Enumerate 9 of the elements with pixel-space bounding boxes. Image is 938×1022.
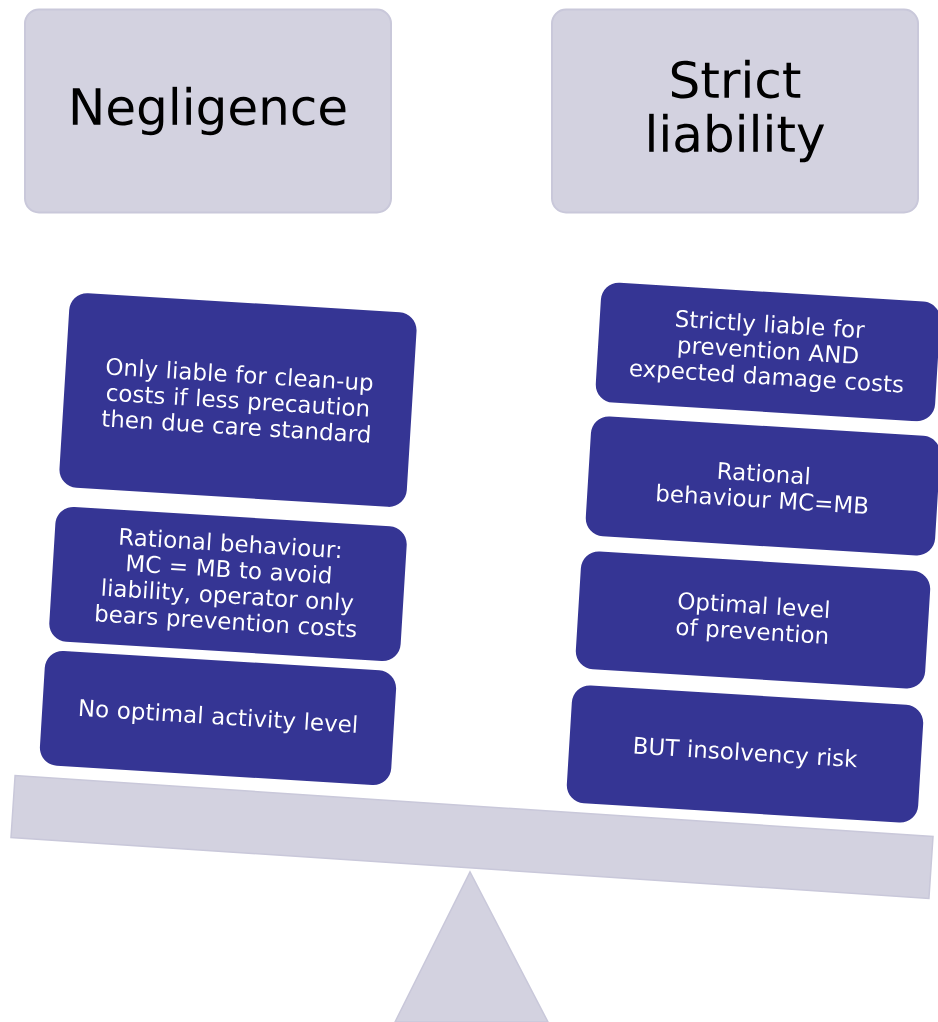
statement-card: No optimal activity level (39, 650, 397, 786)
statement-card: Strictly liable for prevention AND expected damage costs (595, 282, 938, 422)
statement-card: Optimal level of prevention (575, 551, 931, 689)
statement-card: BUT insolvency risk (566, 685, 924, 823)
title-box: Negligence (24, 8, 392, 214)
statement-card: Rational behaviour MC=MB (585, 416, 938, 556)
statement-card: Rational behaviour: MC = MB to avoid liability, operator only bears prevention costs (49, 507, 407, 661)
statement-card: Only liable for clean-up costs if less precaution then due care standard (59, 293, 417, 507)
title-box: Strict liability (551, 8, 919, 214)
